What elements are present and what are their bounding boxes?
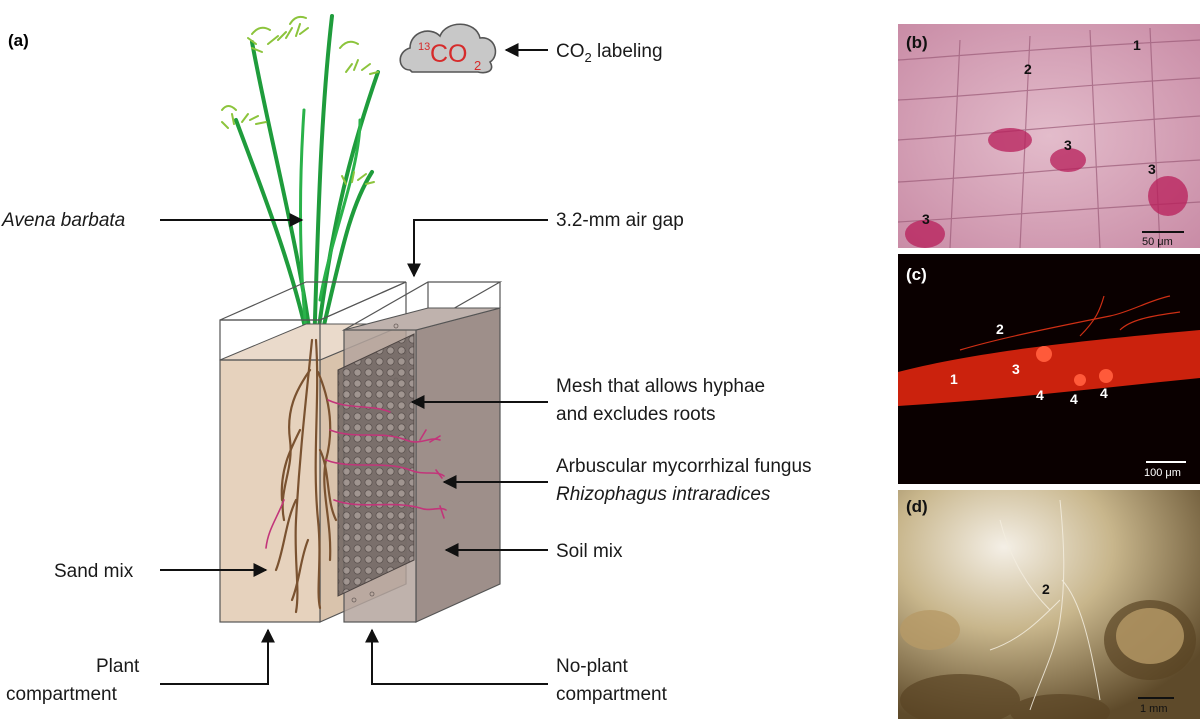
root-system-illustration [274, 338, 338, 614]
panel-b-marker: 2 [1024, 61, 1032, 77]
co2-cloud-subscript: 2 [474, 58, 481, 73]
mesh-label-line2: and excludes roots [556, 404, 716, 425]
panel-d-micrograph: (d) 2 1 mm [898, 490, 1200, 719]
fungus-label-line2: Rhizophagus intraradices [556, 484, 771, 505]
panel-d-letter: (d) [906, 497, 928, 516]
panel-c-marker: 1 [950, 371, 958, 387]
no-plant-compartment-box [337, 281, 503, 623]
noplant-compartment-arrow [365, 628, 548, 685]
noplant-compartment-label-line1: No-plant [556, 656, 629, 677]
co2-cloud-icon: 13 CO 2 [399, 23, 497, 74]
panel-c-micrograph: (c) 1 2 3 4 4 4 100 μm [898, 254, 1200, 484]
co2-cloud-superscript: 13 [418, 41, 430, 53]
panel-d-marker: 2 [1042, 581, 1050, 597]
avena-plant-illustration [221, 14, 380, 352]
plant-compartment-label-line2: compartment [6, 684, 118, 705]
noplant-compartment-label-line2: compartment [556, 684, 668, 705]
avena-label: Avena barbata [1, 210, 125, 231]
air-gap-arrow [407, 219, 548, 278]
panel-b-scale-label: 50 μm [1142, 236, 1173, 248]
panel-b-marker: 1 [1133, 37, 1141, 53]
panel-a: (a) 13 CO 2 CO2 labeling [1, 14, 812, 705]
co2-labeling-label: CO2 labeling [556, 41, 663, 65]
mesh-label-line1: Mesh that allows hyphae [556, 376, 765, 397]
panel-c-marker: 4 [1100, 385, 1108, 401]
panel-c-marker: 4 [1036, 387, 1044, 403]
panel-b-marker: 3 [1064, 137, 1072, 153]
panel-c-marker: 4 [1070, 391, 1078, 407]
co2-cloud-formula: CO [430, 40, 468, 68]
panel-c-scale-label: 100 μm [1144, 467, 1181, 479]
plant-compartment-label-line1: Plant [96, 656, 140, 677]
hyphae-illustration [265, 399, 447, 549]
soil-mix-label: Soil mix [556, 541, 623, 562]
panel-c-letter: (c) [906, 265, 927, 284]
panel-b-micrograph: (b) 1 2 3 3 3 3 50 μm [897, 24, 1200, 249]
panel-c-marker: 2 [996, 321, 1004, 337]
panel-a-letter: (a) [8, 31, 29, 50]
sand-mix-label: Sand mix [54, 561, 134, 582]
panel-b-marker: 3 [1148, 161, 1156, 177]
air-gap-label: 3.2-mm air gap [556, 210, 684, 231]
panel-b-marker: 3 [922, 211, 930, 227]
panel-b-letter: (b) [906, 33, 928, 52]
plant-compartment-arrow [160, 628, 275, 685]
panel-c-marker: 3 [1012, 361, 1020, 377]
fungus-label-line1: Arbuscular mycorrhizal fungus [556, 456, 812, 477]
panel-d-scale-label: 1 mm [1140, 703, 1168, 715]
